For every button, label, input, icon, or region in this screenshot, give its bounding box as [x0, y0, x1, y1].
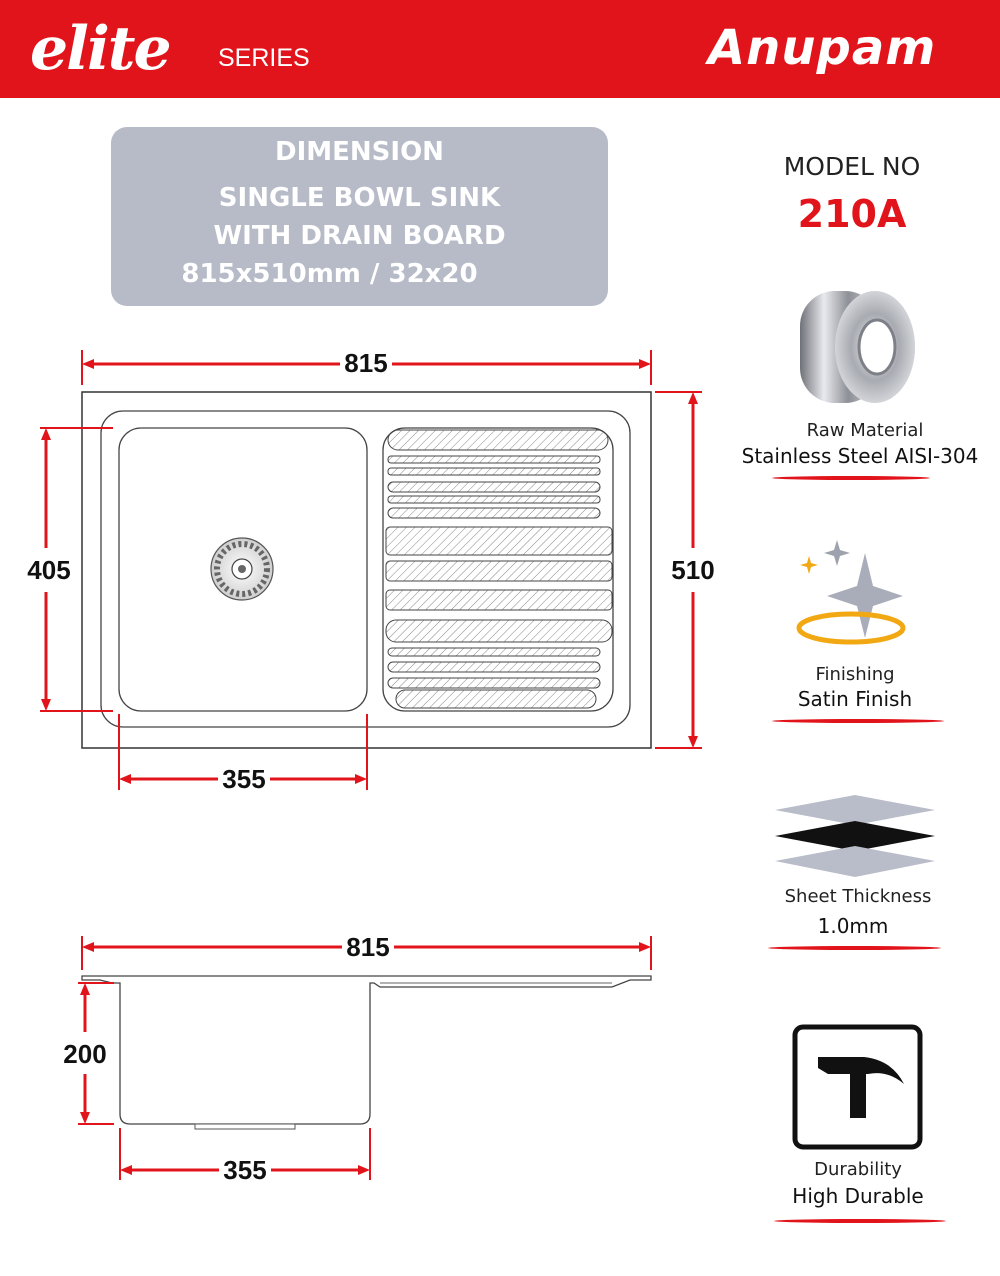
finishing-label: Finishing	[815, 664, 895, 685]
divider-line	[774, 1219, 946, 1223]
bowl-outline	[118, 427, 368, 712]
model-number: 210A	[797, 192, 907, 236]
durability-value: High Durable	[792, 1184, 924, 1208]
raw-material-value: Stainless Steel AISI-304	[741, 444, 979, 468]
side-height-dimension: 200	[63, 1039, 106, 1069]
sparkle-icon	[796, 540, 906, 645]
dimension-box: DIMENSION SINGLE BOWL SINK WITH DRAIN BO…	[111, 127, 608, 306]
sheet-thickness-value: 1.0mm	[817, 914, 889, 938]
side-width-dimension: 815	[346, 932, 389, 962]
top-depth-dimension: 510	[671, 555, 714, 585]
model-label: MODEL NO	[783, 152, 921, 181]
dimension-line-2: WITH DRAIN BOARD	[213, 221, 506, 251]
elite-logo: elite	[30, 14, 172, 84]
layers-icon	[775, 795, 935, 877]
drainboard-outline	[382, 427, 614, 712]
bowl-width-dimension: 355	[222, 764, 265, 794]
side-view: 815 200 355	[63, 932, 652, 1185]
bowl-length-dimension: 405	[27, 555, 70, 585]
raw-material-label: Raw Material	[806, 420, 924, 441]
drainboard-ribs	[385, 429, 613, 709]
finishing-value: Satin Finish	[797, 687, 913, 711]
dimension-line-3: 815x510mm / 32x20	[181, 259, 478, 289]
sink-rim	[100, 410, 631, 728]
top-view: 815 510 405 355	[27, 348, 714, 794]
hammer-icon	[792, 1024, 923, 1150]
divider-line	[772, 719, 944, 723]
top-width-dimension: 815	[344, 348, 387, 378]
dimension-line-1: SINGLE BOWL SINK	[218, 183, 501, 213]
dimension-title: DIMENSION	[275, 137, 444, 167]
side-bowl-width-dimension: 355	[223, 1155, 266, 1185]
drain-strainer	[210, 537, 274, 601]
divider-line	[772, 476, 930, 480]
header-bar: elite SERIES Anupam	[0, 0, 1000, 98]
divider-line	[768, 946, 941, 950]
anupam-logo: Anupam	[708, 20, 937, 76]
sheet-thickness-label: Sheet Thickness	[784, 886, 932, 907]
steel-coil-icon	[800, 291, 915, 403]
series-label: SERIES	[218, 44, 310, 72]
durability-label: Durability	[814, 1159, 902, 1180]
